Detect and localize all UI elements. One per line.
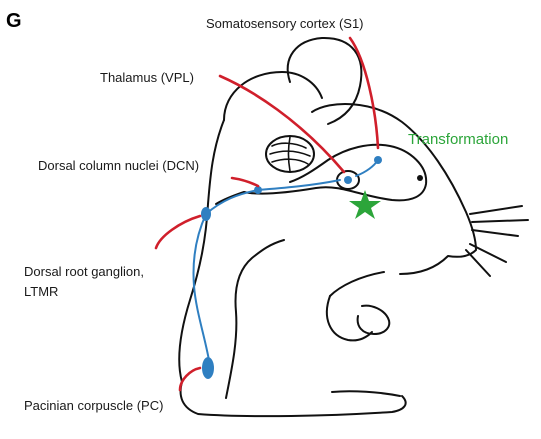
vpl-neuron	[344, 176, 352, 184]
mouse-head	[311, 103, 477, 275]
drg-soma	[201, 207, 211, 221]
ltmr-axon	[192, 213, 211, 367]
brain-outline	[243, 143, 428, 202]
label-drg-line2: LTMR	[24, 284, 58, 299]
medial-lemniscus	[257, 179, 341, 191]
thalamus-pointer	[218, 74, 346, 174]
label-drg-line1: Dorsal root ganglion,	[24, 264, 144, 279]
neural-pathway	[192, 156, 382, 379]
mouse-eye	[417, 175, 423, 181]
mouse-skull	[223, 71, 323, 121]
mouse-rump	[179, 381, 407, 418]
dcn-neuron	[254, 186, 262, 194]
mouse-hind-foot	[331, 390, 401, 397]
dcn-pointer	[230, 176, 260, 188]
label-dcn: Dorsal column nuclei (DCN)	[38, 158, 199, 173]
mouse-hind-leg	[225, 239, 285, 399]
thalamocortical-axon	[355, 159, 379, 177]
spinal-cord	[215, 191, 245, 205]
drg-pointer	[154, 214, 202, 250]
label-thalamus: Thalamus (VPL)	[100, 70, 194, 85]
mouse-back	[178, 119, 225, 383]
label-transformation: Transformation	[408, 131, 508, 148]
s1-neuron	[374, 156, 382, 164]
label-pacinian: Pacinian corpuscle (PC)	[24, 398, 163, 413]
whiskers	[465, 205, 529, 277]
star-icon	[349, 190, 381, 219]
panel-letter: G	[6, 10, 22, 32]
label-s1: Somatosensory cortex (S1)	[206, 16, 364, 31]
mouse-front-paw	[356, 304, 391, 335]
mouse-ear	[286, 36, 363, 125]
mouse-chest	[329, 271, 385, 297]
mouse-front-leg	[325, 295, 373, 342]
pacinian-pointer	[178, 366, 202, 392]
mouse-outline	[178, 36, 529, 418]
cerebellum	[265, 135, 315, 173]
label-pointers	[154, 36, 380, 392]
pacinian-corpuscle-ending	[202, 357, 214, 379]
s1-pointer	[348, 36, 380, 150]
